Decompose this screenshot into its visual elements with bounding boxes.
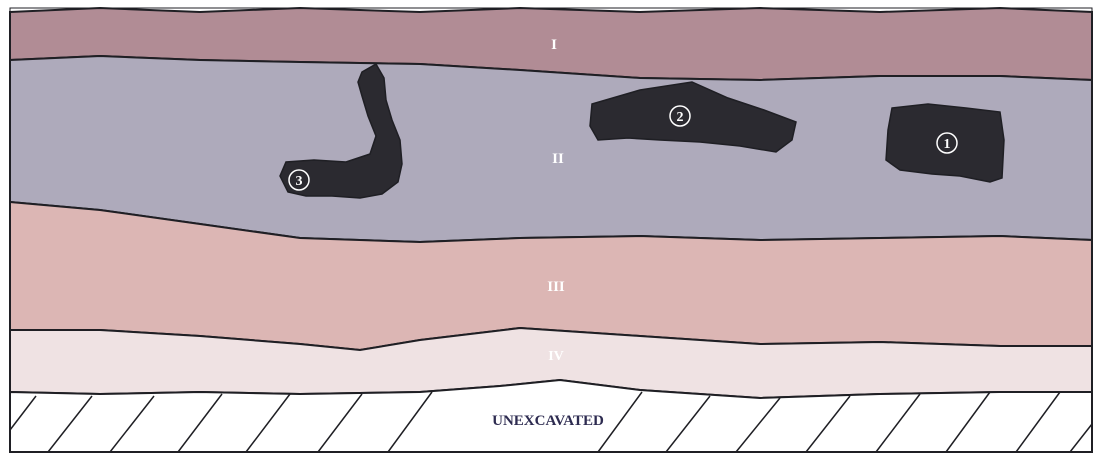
- layer-II-label: II: [552, 151, 564, 167]
- feature-2-label: 2: [677, 110, 684, 125]
- feature-1-label: 1: [944, 137, 951, 152]
- layer-III-label: III: [547, 279, 565, 295]
- layer-I-label: I: [551, 37, 557, 53]
- layer-IV-label: IV: [548, 349, 564, 364]
- feature-3-label: 3: [296, 174, 303, 189]
- unexcavated-label: UNEXCAVATED: [492, 413, 604, 429]
